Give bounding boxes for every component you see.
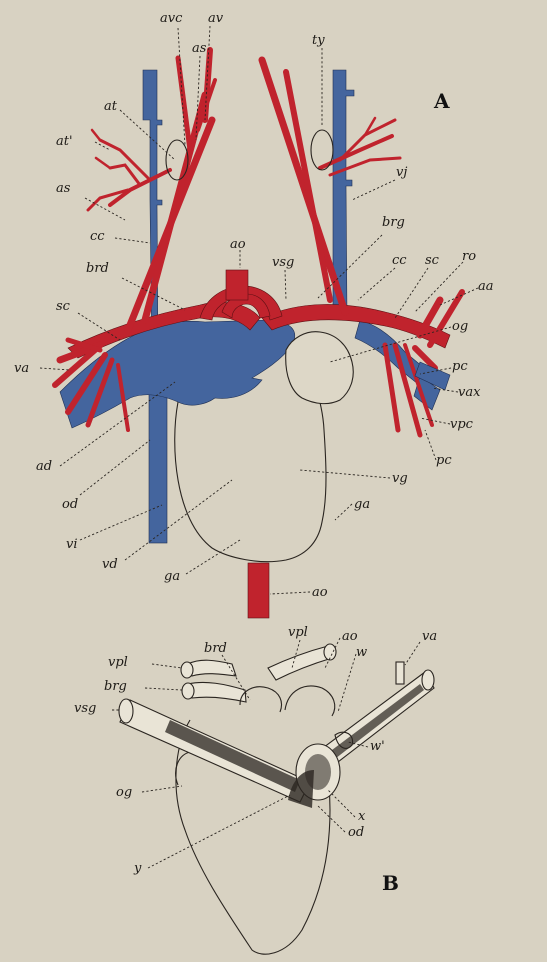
label-av: av (208, 11, 224, 26)
label-b-brg: brg (104, 679, 127, 694)
label-brd: brd (86, 261, 109, 276)
label-sc-left: sc (56, 299, 71, 314)
label-vg: vg (392, 471, 408, 486)
label-b-va: va (422, 629, 437, 644)
brg-end (182, 683, 194, 699)
panel-a-drawing (55, 50, 462, 618)
label-as-left: as (56, 181, 71, 196)
right-thyroid-branches (320, 118, 400, 175)
aorta-trunk (226, 270, 248, 300)
label-b-vpl-left: vpl (108, 655, 128, 670)
label-va: va (14, 361, 29, 376)
label-pc-lower: pc (436, 453, 452, 468)
label-b-vpl-right: vpl (288, 625, 308, 640)
label-b-w: w (356, 645, 367, 660)
label-cc-left: cc (90, 229, 105, 244)
label-b-w-prime: w' (370, 739, 385, 754)
label-vd: vd (102, 557, 118, 572)
left-thyroid-branches (88, 130, 170, 210)
panel-a-letter: A (433, 89, 450, 113)
ventricle-outline (175, 380, 326, 562)
label-b-og: og (116, 785, 132, 800)
label-b-od: od (348, 825, 364, 840)
label-avc: avc (160, 11, 183, 26)
label-vpc: vpc (450, 417, 474, 432)
vpl-left-end (181, 662, 193, 678)
label-brg: brg (382, 215, 405, 230)
vpl-left-stub (188, 660, 236, 676)
label-ro: ro (462, 249, 476, 264)
panel-b-drawing (119, 644, 434, 954)
label-ad: ad (36, 459, 52, 474)
label-sc-right: sc (425, 253, 440, 268)
vpl-right-stub (268, 646, 332, 680)
label-b-x: x (358, 809, 366, 824)
label-at-prime: at' (56, 134, 73, 149)
va-end (422, 670, 434, 690)
va-side-branch (396, 662, 404, 684)
label-b-y: y (133, 861, 142, 876)
vsg-interior (165, 720, 300, 792)
right-carotid (262, 60, 345, 312)
label-aa: aa (478, 279, 494, 294)
label-as-top: as (192, 41, 207, 56)
brg-stub (188, 682, 246, 702)
label-ga-left: ga (164, 569, 180, 584)
label-vax: vax (458, 385, 481, 400)
aorta-b-loop (285, 686, 335, 716)
label-ao-top: ao (230, 237, 246, 252)
label-og: og (452, 319, 468, 334)
label-pc-upper: pc (452, 359, 468, 374)
panel-b-letter: B (382, 871, 399, 895)
label-vj: vj (396, 165, 407, 180)
label-ga-right: ga (354, 497, 370, 512)
artery-avc (178, 58, 190, 150)
label-b-ao: ao (342, 629, 358, 644)
thyroid-gland-right (311, 130, 333, 170)
left-atrium-outline (286, 332, 354, 404)
label-cc-right: cc (392, 253, 407, 268)
aorta-bottom (248, 563, 269, 618)
label-od: od (62, 497, 78, 512)
label-vi: vi (66, 537, 78, 552)
label-b-brd: brd (204, 641, 227, 656)
vsg-end (119, 699, 133, 723)
label-ty: ty (312, 33, 325, 48)
label-b-vsg: vsg (74, 701, 96, 716)
label-ao-bottom: ao (312, 585, 328, 600)
label-vsg: vsg (272, 255, 294, 270)
label-at: at (104, 99, 118, 114)
